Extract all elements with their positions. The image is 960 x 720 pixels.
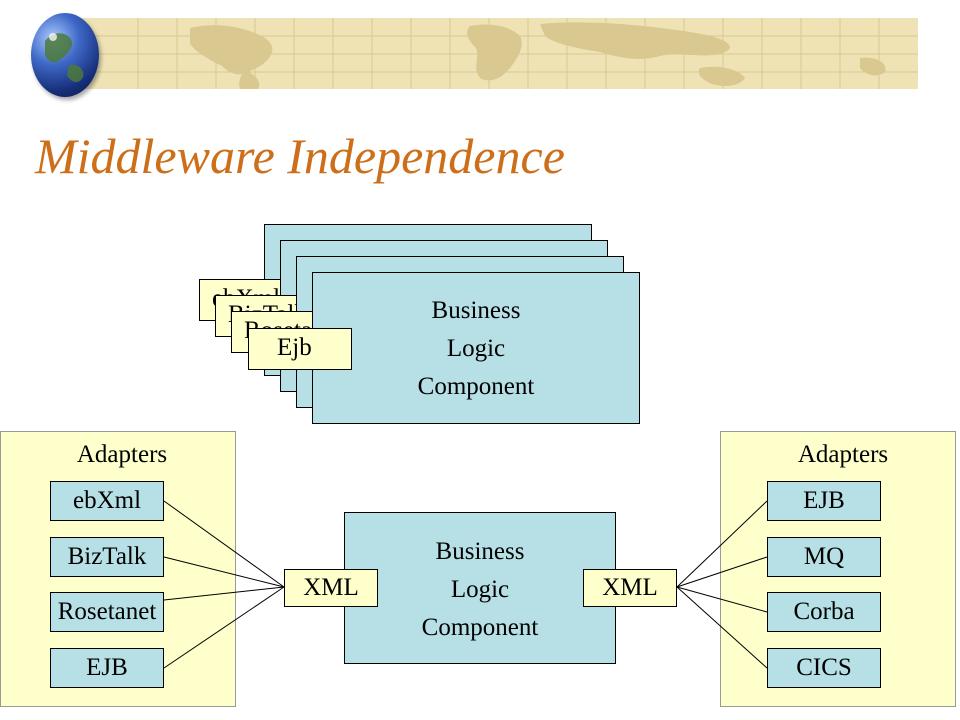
stack-card-front bbox=[312, 272, 640, 424]
right-adapter-corba: Corba bbox=[767, 592, 881, 632]
right-adapter-cics: CICS bbox=[767, 648, 881, 688]
center-line-1: Business bbox=[435, 538, 525, 565]
left-adapters-title: Adapters bbox=[76, 441, 168, 468]
stack-component-label: Business Logic Component bbox=[376, 292, 576, 406]
right-adapters-title: Adapters bbox=[797, 441, 889, 468]
left-adapter-biztalk: BizTalk bbox=[50, 537, 164, 577]
left-adapter-ebxml: ebXml bbox=[50, 481, 164, 521]
right-adapter-ejb: EJB bbox=[767, 481, 881, 521]
component-line-1: Business bbox=[431, 297, 521, 324]
center-component-label: Business Logic Component bbox=[380, 533, 580, 647]
left-xml-connector: XML bbox=[284, 569, 378, 607]
center-line-2: Logic bbox=[450, 576, 510, 603]
slide-title: Middleware Independence bbox=[35, 128, 565, 184]
left-adapter-rosetanet: Rosetanet bbox=[50, 592, 164, 632]
right-adapter-mq: MQ bbox=[767, 537, 881, 577]
component-line-2: Logic bbox=[446, 335, 506, 362]
globe-continents bbox=[45, 33, 84, 83]
world-map-banner bbox=[40, 18, 918, 89]
component-line-3: Component bbox=[417, 373, 535, 400]
right-xml-connector: XML bbox=[583, 569, 677, 607]
center-line-3: Component bbox=[421, 614, 539, 641]
left-adapter-ejb: EJB bbox=[50, 648, 164, 688]
map-grid bbox=[40, 18, 918, 89]
stack-tab-ejb: Ejb bbox=[248, 328, 352, 370]
globe-icon bbox=[31, 13, 99, 97]
